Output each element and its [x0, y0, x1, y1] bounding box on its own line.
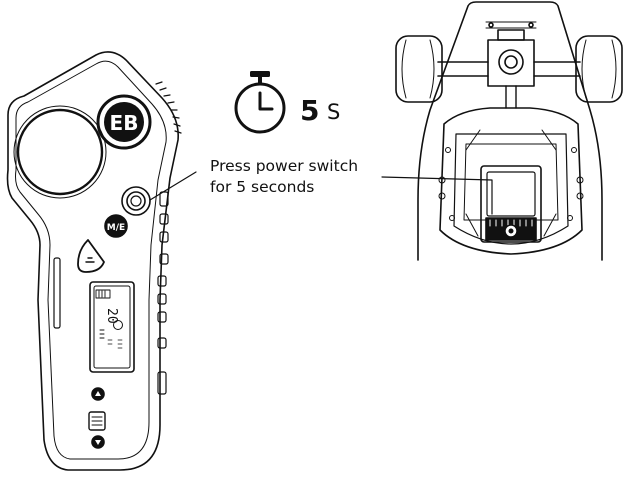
skateboard-wheel-left: [395, 35, 443, 103]
remote-display: 20: [89, 281, 135, 373]
horn-icon: [85, 257, 95, 263]
timer-value: 5: [300, 94, 321, 127]
svg-text:M/E: M/E: [107, 223, 125, 233]
brand-logo: EB: [96, 94, 152, 150]
skateboard-truck: [437, 21, 581, 109]
stopwatch-icon: [234, 71, 286, 134]
thumbwheel-rim: [13, 105, 107, 199]
horn-button[interactable]: [77, 239, 105, 273]
timer-unit: S: [327, 100, 341, 124]
remote-grip-ridges: [155, 81, 182, 134]
skateboard: [395, 1, 623, 261]
remote-inner-outline: [15, 60, 167, 460]
remote-side-buttons: [157, 191, 169, 395]
thumbwheel[interactable]: [16, 108, 104, 196]
power-switch[interactable]: [121, 186, 151, 216]
remote-left-slot: [53, 257, 61, 329]
down-button[interactable]: [91, 435, 105, 449]
lock-switch[interactable]: [88, 411, 106, 431]
up-button[interactable]: [91, 387, 105, 401]
instruction-line-1: Press power switch: [210, 157, 359, 175]
mode-button[interactable]: M/E: [104, 214, 128, 238]
brand-logo-text: EB: [110, 111, 139, 135]
skateboard-wheel-right: [575, 35, 623, 103]
board-power-button[interactable]: [504, 224, 518, 238]
instruction-text: Press power switch for 5 seconds: [210, 156, 358, 198]
instruction-line-2: for 5 seconds: [210, 178, 315, 196]
display-speed-value: 20: [104, 308, 119, 324]
skateboard-deck: [417, 1, 603, 261]
remote-body: [6, 51, 179, 471]
remote-controller: EB M/E: [6, 51, 182, 471]
battery-enclosure: [438, 107, 584, 255]
